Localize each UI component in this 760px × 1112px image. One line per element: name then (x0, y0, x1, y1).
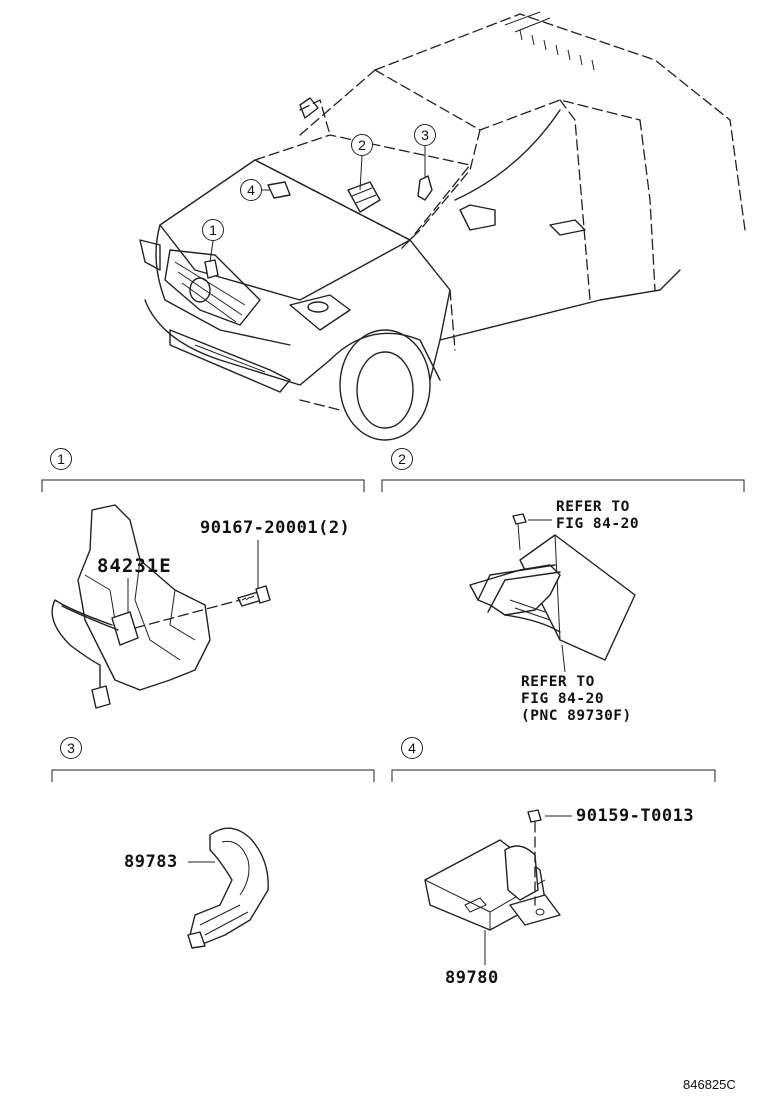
part-number-90159-t0013: 90159-T0013 (576, 806, 695, 826)
part-89780-drawing (424, 809, 572, 965)
fig-ref-line: FIG 84-20 (556, 516, 640, 532)
part-number-84231e: 84231E (97, 555, 172, 577)
fig-ref-line: FIG 84-20 (521, 691, 605, 707)
callout-2-vehicle: 2 (351, 134, 373, 156)
vehicle-illustration (139, 11, 746, 441)
section-2-drawing (469, 513, 636, 673)
refer-to-note-2: REFER TO FIG 84-20 (PNC 89730F) (521, 674, 632, 725)
refer-to-note-1: REFER TO FIG 84-20 (556, 499, 639, 533)
section-2-marker: 2 (391, 448, 413, 470)
part-89783-drawing (187, 827, 269, 949)
section-3-marker: 3 (60, 737, 82, 759)
refer-to-line: REFER TO (521, 674, 595, 690)
refer-to-line: REFER TO (556, 499, 630, 515)
part-number-90167-20001: 90167-20001(2) (200, 518, 351, 538)
part-number-89780: 89780 (445, 968, 499, 988)
diagram-code: 846825C (683, 1077, 736, 1092)
part-84231e-drawing (51, 504, 271, 709)
pnc-ref-line: (PNC 89730F) (521, 708, 632, 724)
callout-4-vehicle: 4 (240, 179, 262, 201)
section-4-marker: 4 (401, 737, 423, 759)
part-number-89783: 89783 (124, 852, 178, 872)
section-brackets (41, 479, 745, 782)
callout-3-vehicle: 3 (414, 124, 436, 146)
callout-1-vehicle: 1 (202, 219, 224, 241)
section-1-marker: 1 (50, 448, 72, 470)
